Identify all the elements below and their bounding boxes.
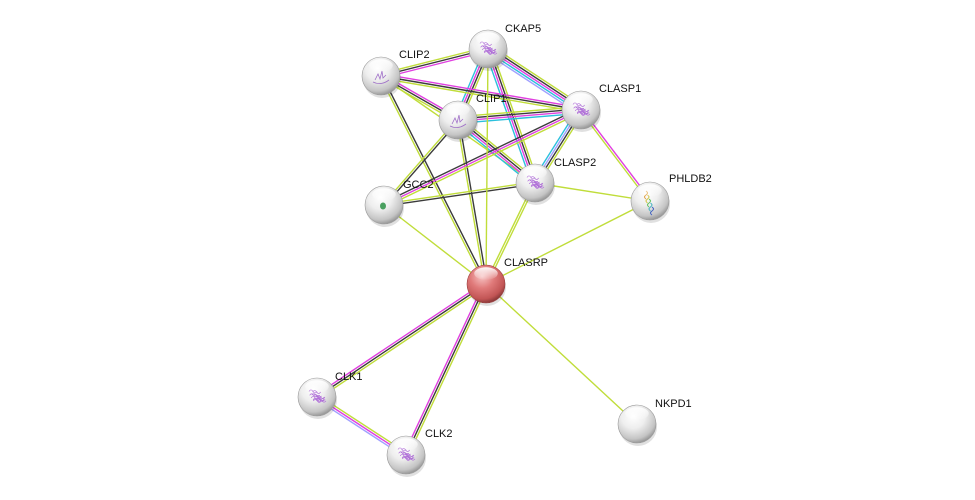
node-highlight [476,32,500,45]
edge-line-coexpression [382,107,581,204]
node-label: PHLDB2 [669,173,712,185]
node-label: NKPD1 [655,398,692,410]
edge-line-experiments [458,110,582,122]
node-phldb2[interactable]: PHLDB2 [630,173,712,223]
node-label: GCC2 [403,179,434,191]
edge-clip2-clasp1[interactable] [380,73,582,113]
edge-gcc2-clasrp[interactable] [383,204,487,285]
edge-line-textmining [380,77,581,113]
node-nkpd1[interactable]: NKPD1 [617,398,692,446]
edge-line-coexpression [457,108,581,120]
node-clip2[interactable]: CLIP2 [361,49,430,98]
protein-structure-icon [380,202,386,210]
edge-line-coexpression [380,75,582,111]
node-highlight [569,93,593,106]
edge-line-textmining [407,284,489,457]
edge-line-databases [458,112,582,124]
edge-line-textmining [456,120,486,285]
edge-line-experiments [403,282,485,455]
node-clasp1[interactable]: CLASP1 [561,83,641,132]
node-label: CKAP5 [505,23,541,35]
node-label: CLIP1 [476,93,507,105]
node-highlight [394,438,418,451]
edge-clasrp-clk1[interactable] [315,281,488,400]
node-clip1[interactable]: CLIP1 [438,93,507,142]
node-clk1[interactable]: CLK1 [297,371,363,419]
edge-clip1-clasrp[interactable] [456,119,488,285]
node-clasrp[interactable]: CLASRP [466,257,548,306]
edge-clip2-clasrp[interactable] [379,75,488,285]
edges-layer [315,44,652,458]
edge-clasp2-phldb2[interactable] [534,182,651,202]
edge-line-coexpression [488,48,537,183]
node-highlight [474,267,498,280]
edge-line-coexpression [316,283,487,398]
edge-line-textmining [383,181,535,205]
edge-clasp1-gcc2[interactable] [382,107,583,208]
node-highlight [625,407,649,420]
node-highlight [372,188,396,201]
node-highlight [446,103,470,116]
edge-line-experiments [381,73,582,109]
edge-line-coexpression [405,283,487,456]
edge-line-textmining [534,182,651,202]
protein-structure-icon [372,70,390,84]
node-label: CLK2 [425,428,453,440]
node-clk2[interactable]: CLK2 [386,428,453,477]
node-label: CLASP1 [599,83,641,95]
edge-line-textmining [485,48,489,285]
protein-structure-icon [308,389,327,403]
node-highlight [638,184,662,197]
node-highlight [369,59,393,72]
node-label: CLASP2 [554,157,596,169]
node-clasp2[interactable]: CLASP2 [515,157,596,205]
edge-clip1-clasp1[interactable] [457,106,582,124]
node-label: CLK1 [335,371,363,383]
edge-clasp2-gcc2[interactable] [383,181,536,207]
edge-line-coexpression [384,183,536,207]
edge-line-coexpression [458,119,488,284]
edge-line-textmining [485,200,651,285]
node-ckap5[interactable]: CKAP5 [468,23,541,71]
edge-clasrp-nkpd1[interactable] [485,283,638,425]
edge-line-textmining [383,204,487,285]
protein-structure-icon [449,114,467,128]
edge-line-textmining [384,111,583,208]
edge-clasrp-clk2[interactable] [403,282,489,457]
edge-line-textmining [485,283,638,425]
node-gcc2[interactable]: GCC2 [364,179,434,227]
edge-phldb2-clasrp[interactable] [485,200,651,285]
edge-line-textmining [317,285,488,400]
node-label: CLIP2 [399,49,430,61]
node-highlight [305,380,329,393]
node-highlight [523,166,547,179]
node-label: CLASRP [504,257,548,269]
edge-line-experiments [383,109,582,206]
edge-line-coexpression [381,75,488,284]
edge-ckap5-clasrp[interactable] [485,48,489,285]
edge-line-textmining [379,76,486,285]
edge-line-experiments [315,281,486,396]
edge-line-textmining [457,106,581,118]
